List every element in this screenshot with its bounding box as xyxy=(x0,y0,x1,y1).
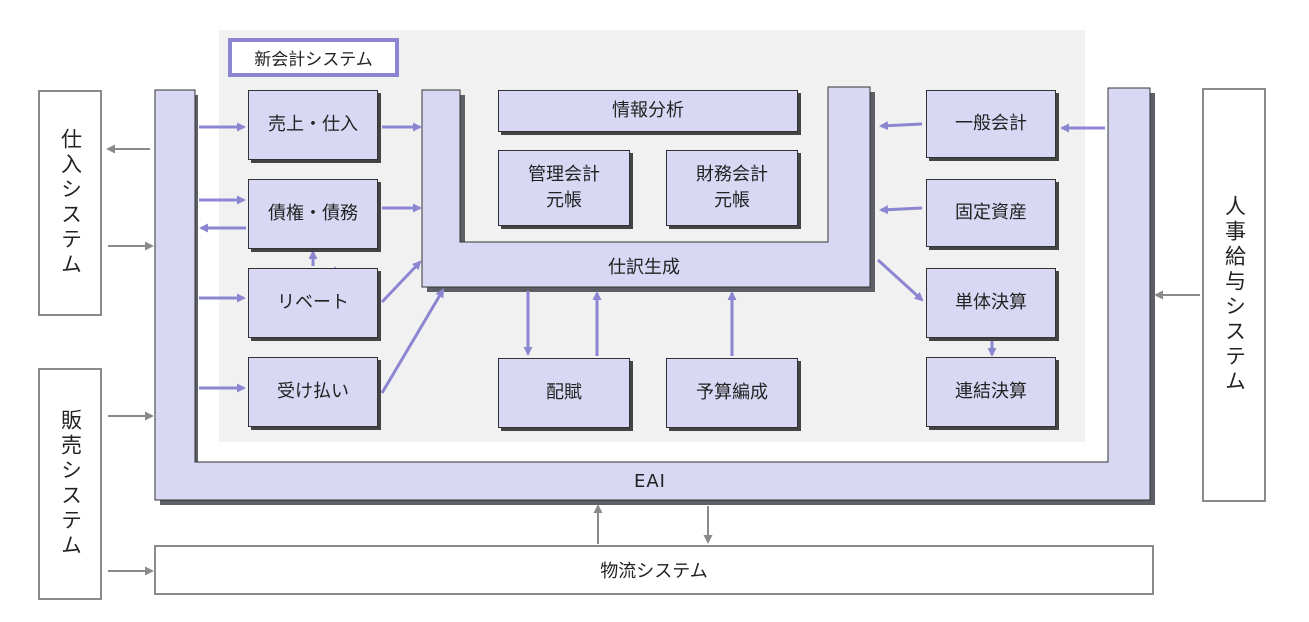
journal-generation-block xyxy=(421,86,875,292)
module-receipts-payments: 受け払い xyxy=(248,357,378,427)
arrow-rebate-to-journal xyxy=(380,260,422,304)
module-general-accounting: 一般会計 xyxy=(926,90,1056,158)
journal-generation-label: 仕訳生成 xyxy=(608,257,680,278)
module-management-ledger: 管理会計 元帳 xyxy=(498,150,630,226)
eai-bus xyxy=(154,87,1155,505)
module-single-closing: 単体決算 xyxy=(926,268,1056,338)
module-budget: 予算編成 xyxy=(666,358,798,428)
module-allocation: 配賦 xyxy=(498,358,630,428)
hr-payroll-system: 人事給与システム xyxy=(1202,88,1266,502)
hr-payroll-system-label: 人事給与システム xyxy=(1222,195,1247,395)
logistics-system-label: 物流システム xyxy=(600,561,708,582)
purchase-system: 仕入システム xyxy=(38,90,102,316)
arrow-receipts-to-journal xyxy=(380,288,445,394)
arrow-general-to-journal xyxy=(879,121,923,131)
module-receivables-payables: 債権・債務 xyxy=(248,179,378,249)
purchase-system-label: 仕入システム xyxy=(58,128,83,278)
grey-arrows xyxy=(106,144,1200,576)
arrow-fixed-to-journal xyxy=(879,205,923,215)
module-rebate: リベート xyxy=(248,268,378,338)
sales-system: 販売システム xyxy=(38,368,102,600)
new-accounting-title: 新会計システム xyxy=(228,38,399,77)
module-fixed-assets: 固定資産 xyxy=(926,179,1056,247)
arrow-journal-to-single xyxy=(876,258,924,302)
sales-system-label: 販売システム xyxy=(58,409,83,559)
module-sales-purchase: 売上・仕入 xyxy=(248,90,378,160)
module-financial-ledger: 財務会計 元帳 xyxy=(666,150,798,226)
logistics-system: 物流システム xyxy=(154,545,1154,595)
module-consolidated-closing: 連結決算 xyxy=(926,357,1056,427)
eai-label: EAI xyxy=(634,470,666,492)
module-info-analysis: 情報分析 xyxy=(498,90,798,132)
